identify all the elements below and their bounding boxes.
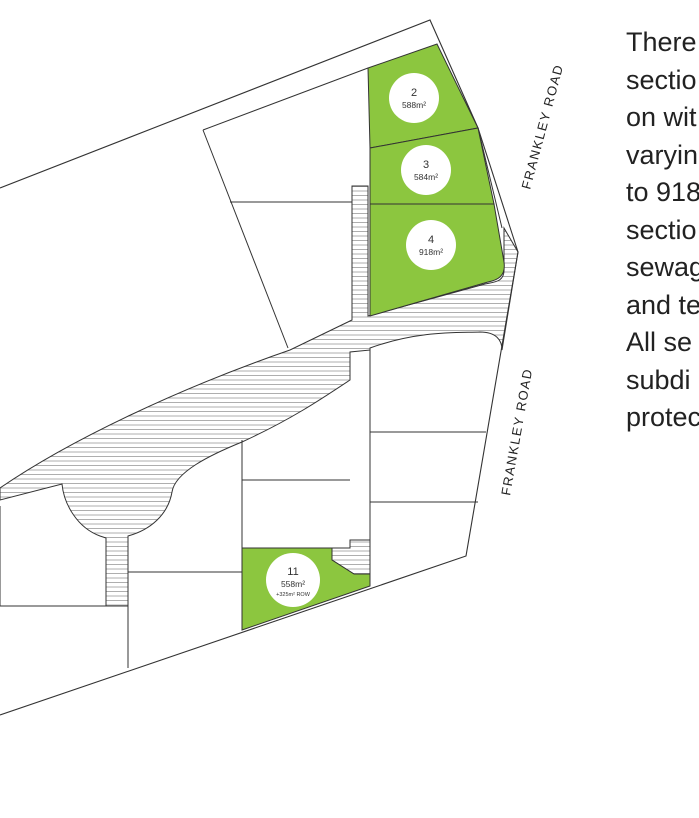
description-line: There (626, 27, 697, 57)
lot-3-number: 3 (423, 159, 429, 171)
description-line: subdi (626, 364, 691, 395)
description-line: to 918 (626, 177, 699, 207)
description-line: sectio (626, 214, 697, 245)
description-line: All se (626, 327, 693, 357)
description-line: varyin (626, 139, 699, 170)
lot-11-number: 11 (287, 566, 298, 578)
lot-3-badge: 3 584m² (401, 145, 451, 195)
lot-4-area: 918m² (419, 247, 443, 257)
lot-4-badge: 4 918m² (406, 220, 456, 270)
description-line: sectio (626, 64, 697, 95)
description-line: on wit (626, 102, 697, 132)
road-label-lower: FRANKLEY ROAD (498, 367, 535, 497)
description-line: sewag (626, 252, 699, 282)
lot-11-area: 558m² (281, 579, 305, 589)
lot-11-badge: 11 558m² +325m² ROW (266, 553, 320, 607)
lot-2-area: 588m² (402, 100, 426, 110)
lot-2-number: 2 (411, 87, 417, 99)
subdivision-plan: 2 588m² 3 584m² 4 918m² 11 558m² +325m² … (0, 19, 566, 716)
lot-11-row-note: +325m² ROW (276, 592, 311, 598)
road-label-upper: FRANKLEY ROAD (518, 62, 566, 191)
lot-2-badge: 2 588m² (389, 73, 439, 123)
site-boundary (0, 19, 519, 716)
description-text: There sectio on wit varyin to 918 sectio… (626, 24, 699, 437)
description-line: and te (626, 289, 699, 320)
lot-4-number: 4 (428, 234, 434, 246)
description-line: protec (626, 402, 699, 432)
lot-3-area: 584m² (414, 172, 438, 182)
